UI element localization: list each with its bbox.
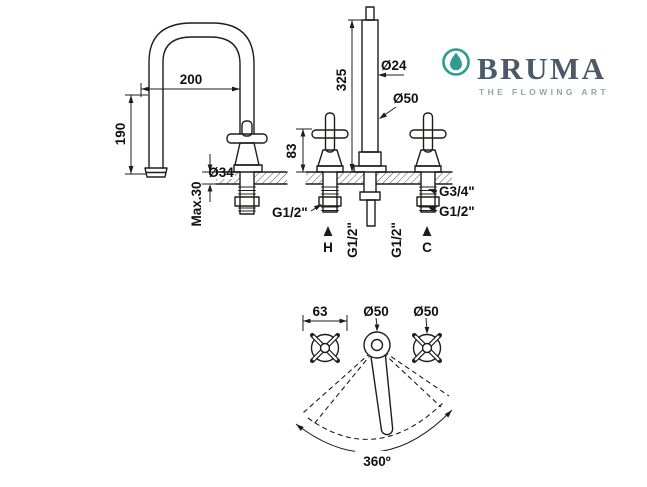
dim-spout-flange-diameter: Ø50 bbox=[363, 304, 389, 319]
label-cold-pipe: G1/2" bbox=[389, 222, 404, 258]
water-drop-icon bbox=[450, 52, 462, 71]
handle-left-front bbox=[311, 112, 349, 173]
label-right-inlet: G1/2" bbox=[439, 204, 475, 219]
label-cold: C bbox=[422, 240, 432, 255]
label-hot-pipe: G1/2" bbox=[345, 222, 360, 258]
label-knockout bbox=[206, 167, 235, 179]
dim-total-height: 325 bbox=[334, 68, 349, 91]
dim-handle-diameter: Ø50 bbox=[413, 304, 439, 319]
dim-swivel-angle: 360º bbox=[363, 454, 391, 469]
swivel-range bbox=[302, 346, 450, 440]
dim-outlet-height: 190 bbox=[113, 123, 128, 146]
brand-logo: BRUMA THE FLOWING ART bbox=[442, 48, 609, 97]
handle-side bbox=[226, 120, 268, 173]
label-left-inlet: G1/2" bbox=[272, 205, 308, 220]
handle-left-plan bbox=[309, 332, 341, 364]
logo-circle-icon bbox=[442, 48, 470, 76]
side-view: 200 190 Max.30 Ø34 bbox=[113, 22, 288, 227]
center-shank bbox=[359, 171, 381, 227]
dim-spout-diameter: Ø24 bbox=[381, 58, 407, 73]
spout-plan bbox=[363, 331, 394, 436]
side-view-dimensions: 200 190 Max.30 Ø34 bbox=[113, 72, 240, 227]
brand-tagline: THE FLOWING ART bbox=[479, 87, 609, 97]
dim-max-thickness: Max.30 bbox=[189, 181, 204, 226]
dim-reach: 200 bbox=[180, 72, 203, 87]
deck-section-front bbox=[305, 171, 453, 185]
deck-section bbox=[215, 171, 288, 185]
handle-right-front bbox=[409, 112, 447, 173]
gooseneck-spout bbox=[144, 22, 255, 178]
shank-left bbox=[318, 171, 342, 213]
shank-side bbox=[234, 171, 260, 215]
cold-arrow-icon bbox=[422, 226, 432, 236]
swivel-arc: 360º bbox=[295, 409, 453, 469]
dim-column-diameter: Ø50 bbox=[393, 91, 419, 106]
dim-handle-offset: 63 bbox=[312, 304, 328, 319]
spout-column bbox=[353, 6, 387, 173]
deck-hatch-front bbox=[306, 172, 452, 184]
dim-handle-height: 83 bbox=[284, 143, 299, 159]
label-hot: H bbox=[323, 240, 333, 255]
top-view: 360º 63 Ø50 Ø50 bbox=[295, 304, 453, 469]
top-view-dimensions: 63 Ø50 Ø50 bbox=[302, 304, 439, 334]
front-view: 325 Ø24 Ø50 83 G1/2" G3/4" G1/2" H bbox=[272, 6, 475, 258]
front-view-dimensions: 325 Ø24 Ø50 83 G1/2" G3/4" G1/2" H bbox=[272, 19, 475, 258]
label-spout-connection: G3/4" bbox=[439, 184, 475, 199]
hot-arrow-icon bbox=[323, 226, 333, 236]
brand-name: BRUMA bbox=[477, 51, 607, 86]
dim-base-diameter: Ø34 bbox=[208, 165, 234, 180]
handle-right-plan bbox=[411, 332, 443, 364]
